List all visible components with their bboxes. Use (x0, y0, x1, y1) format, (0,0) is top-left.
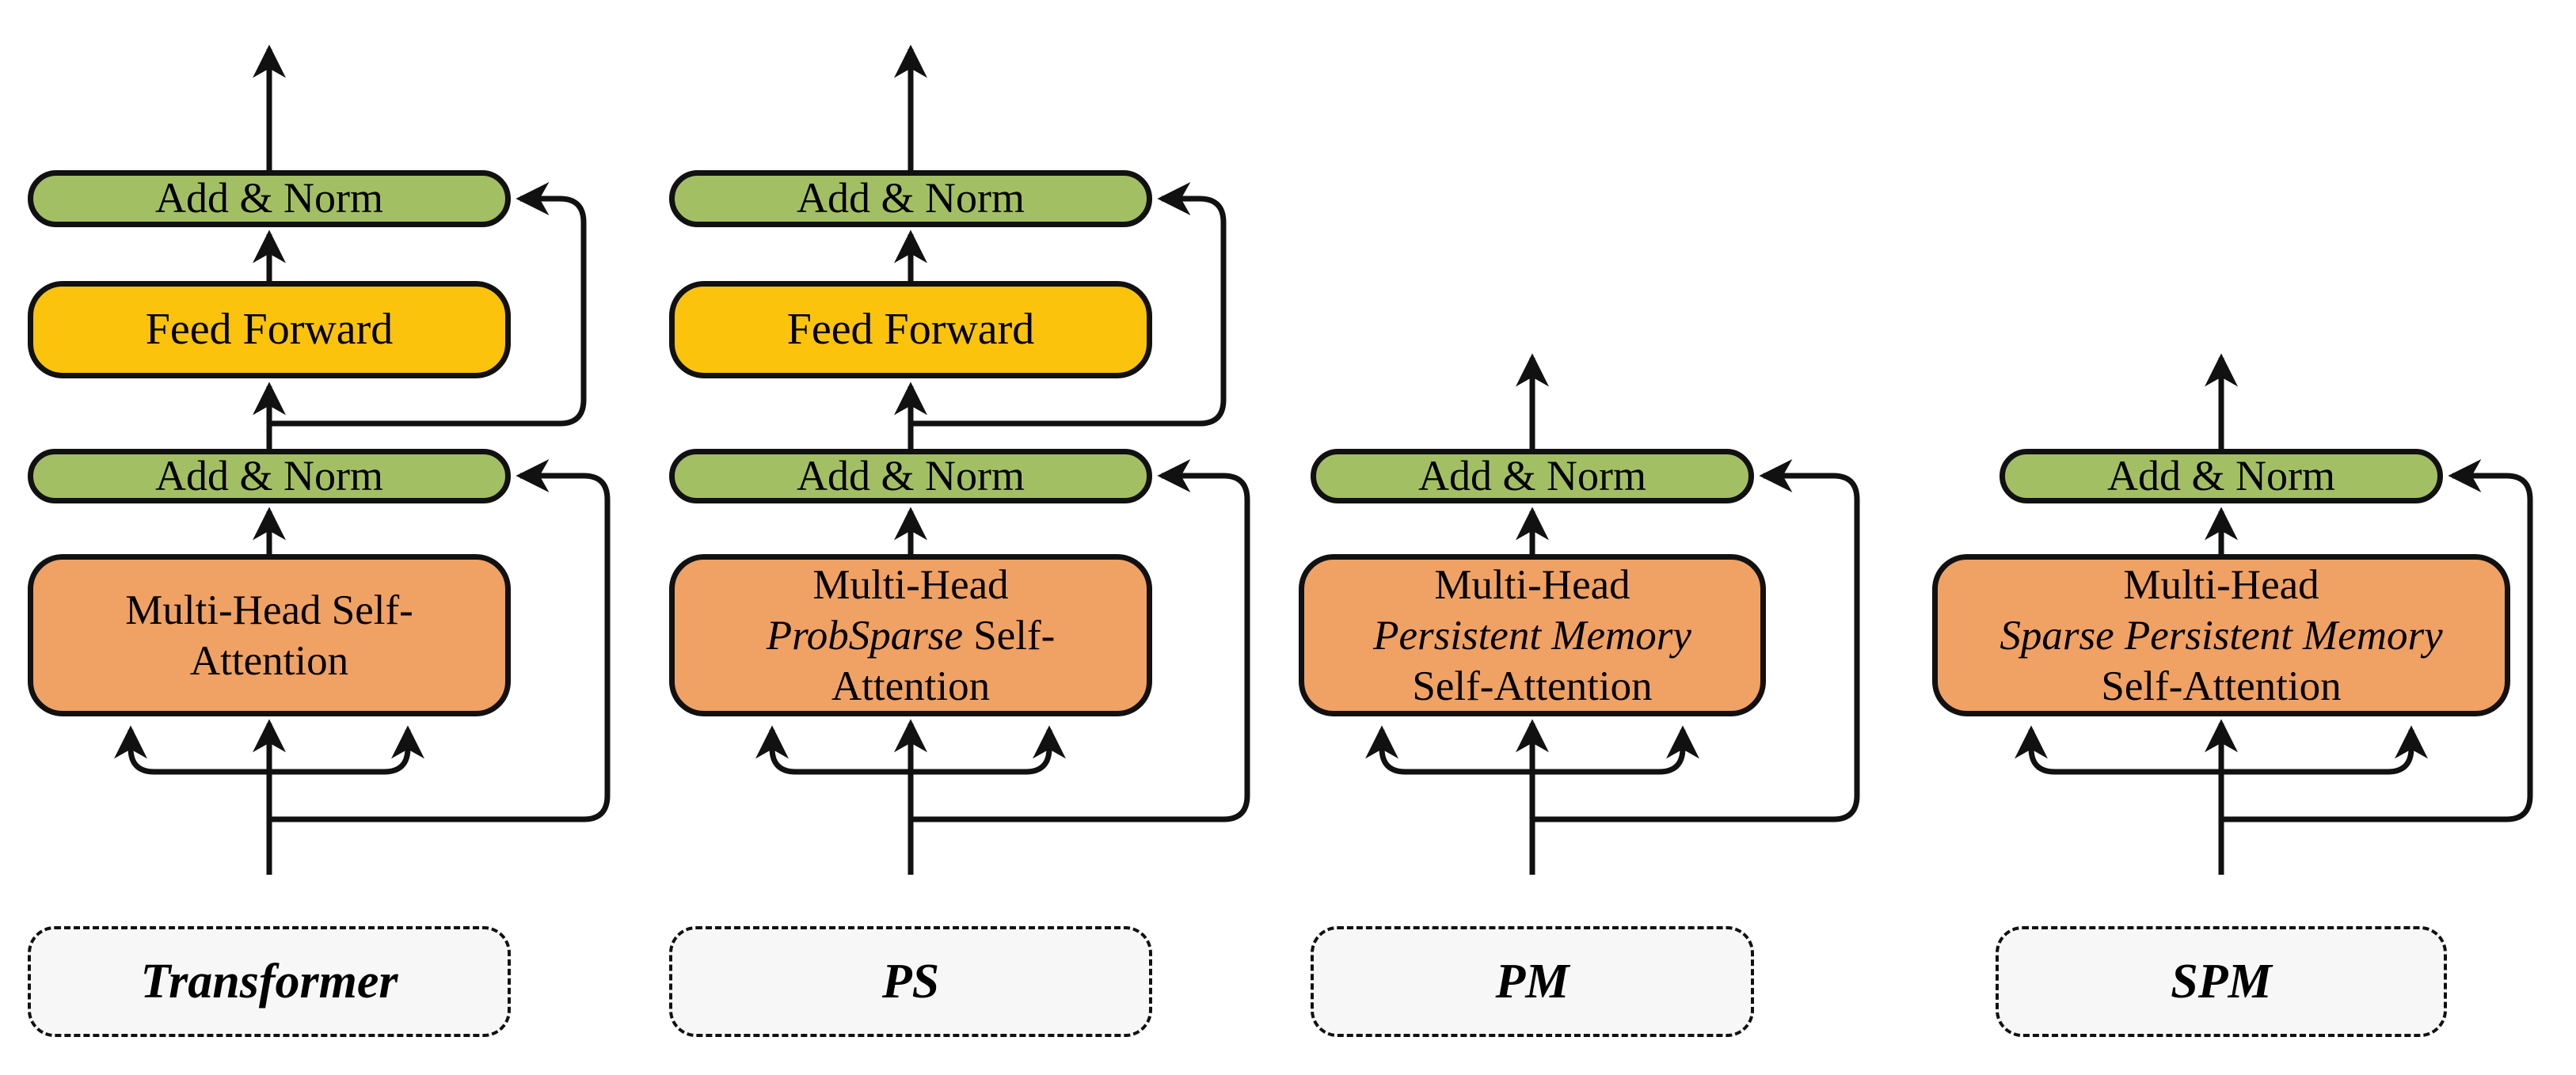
pm-qkv-right-arrow (1532, 725, 1699, 775)
transformer-add-norm-top-label: Add & Norm (155, 174, 383, 222)
ps-add-norm-label: Add & Norm (797, 451, 1025, 500)
ps-residual-attn-arrow (911, 459, 1250, 822)
spm-attention-line1: Multi-Head (2123, 561, 2319, 608)
ps-add-norm-block: Add & Norm (669, 449, 1152, 503)
ps-name-label: PS (881, 954, 940, 1009)
spm-attention-line2: Sparse Persistent Memory (2000, 612, 2443, 659)
pm-attention-block: Multi-Head Persistent Memory Self-Attent… (1299, 554, 1766, 716)
transformer-qkv-right-arrow (269, 725, 424, 775)
transformer-name-label: Transformer (140, 954, 398, 1009)
spm-name-label: SPM (2171, 954, 2272, 1009)
spm-attention-block: Multi-Head Sparse Persistent Memory Self… (1932, 554, 2510, 716)
ps-attention-line1: Multi-Head (812, 561, 1009, 608)
transformer-name-tag: Transformer (28, 926, 511, 1037)
ps-attention-line2: ProbSparse Self- (766, 612, 1056, 659)
spm-add-norm-block: Add & Norm (2000, 449, 2443, 503)
ps-name-tag: PS (669, 926, 1152, 1037)
pm-add-norm-block: Add & Norm (1311, 449, 1754, 503)
spm-add-norm-label: Add & Norm (2107, 451, 2335, 500)
ps-add-norm-top-label: Add & Norm (797, 174, 1025, 222)
transformer-attention-block: Multi-Head Self- Attention (28, 554, 511, 716)
pm-attention-line1: Multi-Head (1434, 561, 1630, 608)
transformer-add-norm-block: Add & Norm (28, 449, 511, 503)
ps-qkv-left-arrow (755, 725, 911, 775)
transformer-add-norm-label: Add & Norm (155, 451, 383, 500)
ps-feed-forward-block: Feed Forward (669, 281, 1152, 378)
ps-residual-ff-arrow (911, 182, 1227, 427)
transformer-attention-line3: Attention (189, 637, 349, 684)
transformer-attention-line1: Multi-Head Self- (125, 587, 413, 633)
ps-attention-line3: Attention (831, 663, 991, 709)
ps-add-norm-top-block: Add & Norm (669, 170, 1152, 227)
ps-qkv-right-arrow (911, 725, 1066, 775)
spm-attention-line3: Self-Attention (2101, 663, 2342, 709)
transformer-residual-ff-arrow (269, 182, 587, 427)
transformer-residual-attn-arrow (269, 459, 611, 822)
pm-attention-line2: Persistent Memory (1373, 612, 1691, 659)
ps-feed-forward-label: Feed Forward (786, 305, 1035, 355)
pm-qkv-left-arrow (1365, 725, 1532, 775)
pm-add-norm-label: Add & Norm (1418, 451, 1646, 500)
pm-residual-attn-arrow (1532, 459, 1860, 822)
spm-qkv-left-arrow (2015, 725, 2221, 775)
ps-attention-block: Multi-Head ProbSparse Self- Attention (669, 554, 1152, 716)
transformer-feed-forward-block: Feed Forward (28, 281, 511, 378)
transformer-feed-forward-label: Feed Forward (145, 305, 394, 355)
transformer-qkv-left-arrow (114, 725, 269, 775)
pm-attention-line3: Self-Attention (1412, 663, 1653, 709)
spm-residual-attn-arrow (2221, 459, 2533, 822)
pm-name-label: PM (1495, 954, 1570, 1009)
pm-name-tag: PM (1311, 926, 1754, 1037)
spm-qkv-right-arrow (2221, 725, 2428, 775)
spm-name-tag: SPM (1996, 926, 2447, 1037)
transformer-add-norm-top-block: Add & Norm (28, 170, 511, 227)
